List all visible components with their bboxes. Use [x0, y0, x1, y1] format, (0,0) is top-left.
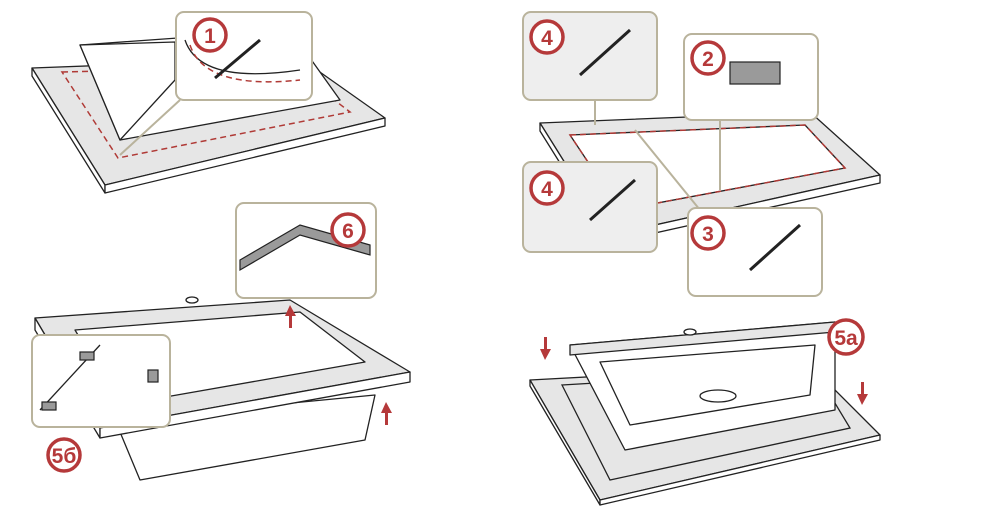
step-badge-4-top	[529, 19, 565, 55]
step-badge-3	[690, 215, 726, 251]
step-badge-2	[690, 40, 726, 76]
panel-cutting-sealing: 4 2 4 3	[522, 11, 881, 297]
step-badge-5a	[827, 318, 865, 356]
step-label-4-bottom: 4	[541, 178, 553, 201]
step-label-6: 6	[342, 220, 354, 243]
panel-undermount: 6 5б	[31, 202, 411, 481]
step-badge-1	[192, 17, 228, 53]
step-label-3: 3	[702, 223, 714, 246]
step-label-2: 2	[702, 48, 714, 71]
step-badge-4-bottom	[529, 170, 565, 206]
step-label-4-top: 4	[541, 27, 553, 50]
step-badge-5b	[46, 437, 82, 473]
step-label-5b: 5б	[52, 445, 77, 468]
panel-marking-template: 1	[31, 11, 386, 194]
panel-drop-in: 5a	[529, 318, 881, 506]
step-badge-6	[330, 212, 366, 248]
step-label-5a: 5a	[834, 327, 858, 350]
step-label-1: 1	[204, 25, 216, 48]
